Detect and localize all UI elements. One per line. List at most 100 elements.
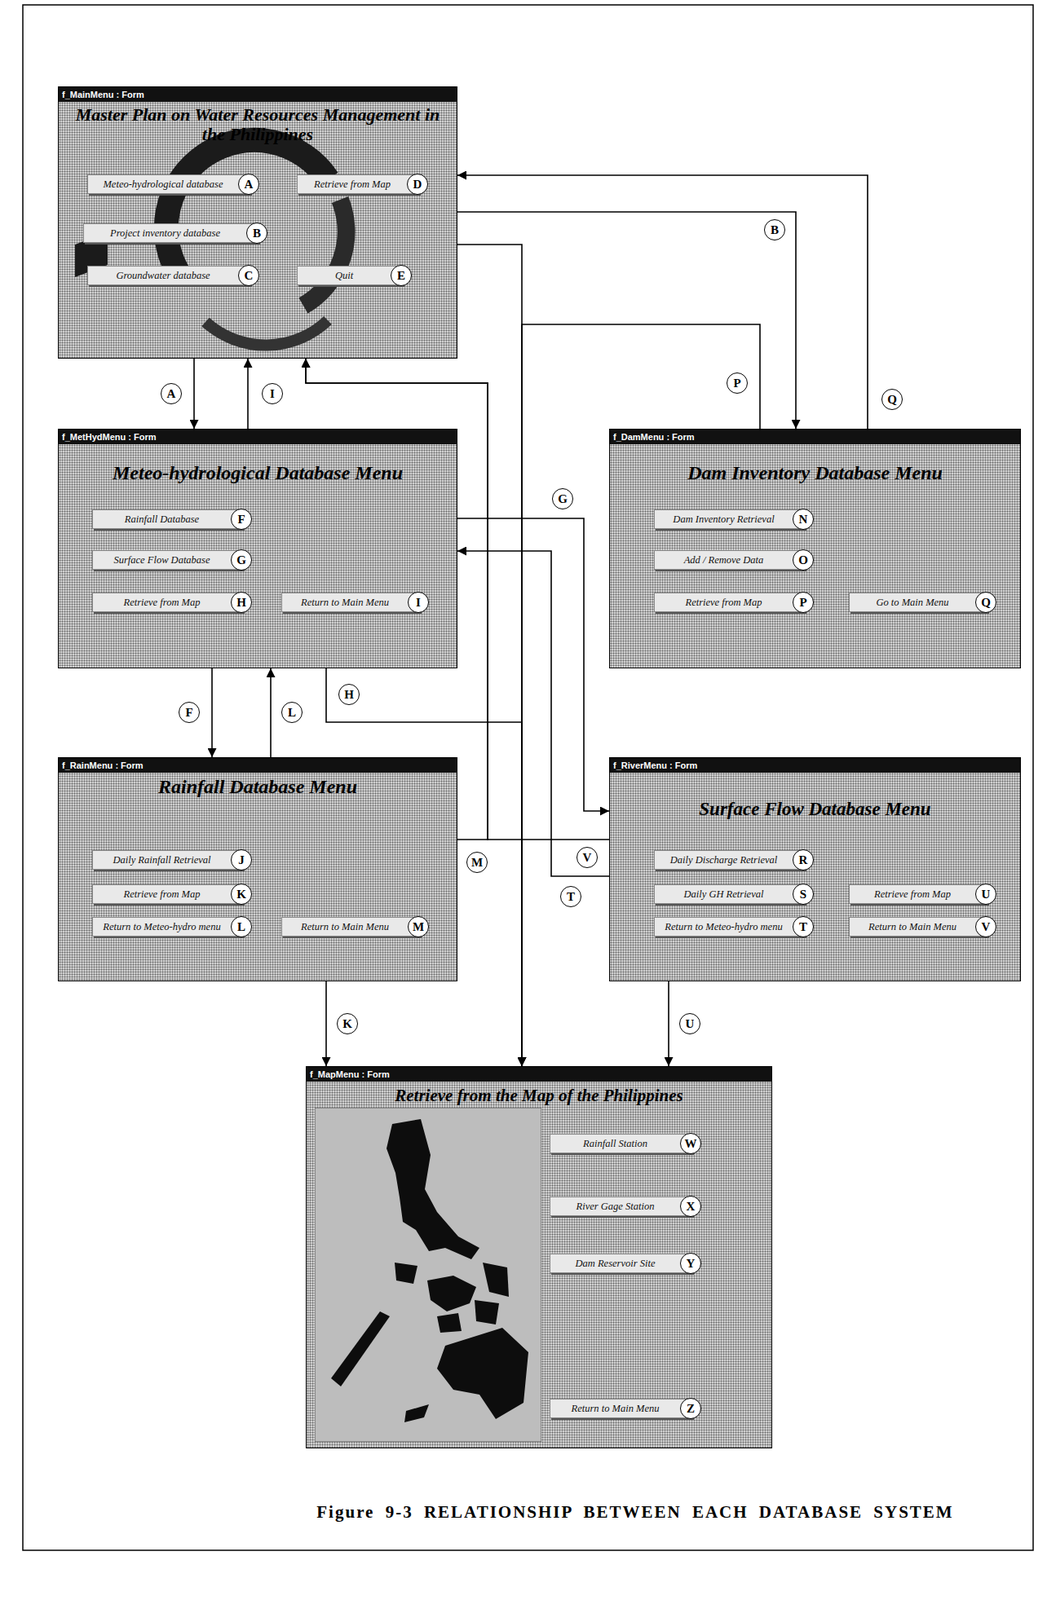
- button-label: Retrieve from Map: [123, 888, 201, 902]
- menu-button: Retrieve from Map U: [848, 884, 988, 905]
- menu-button: Retrieve from MapK: [92, 884, 243, 905]
- callout-text: M: [412, 921, 425, 934]
- menu-button: Retrieve from MapH: [92, 592, 243, 613]
- callout-letter-text: M: [471, 857, 483, 870]
- callout-letter: I: [407, 591, 429, 614]
- callout-letter: Q: [975, 591, 997, 614]
- connector-arrow: [457, 518, 610, 812]
- connector-arrow: [457, 175, 868, 429]
- form-window: f_RainMenu : FormRainfall Database MenuD…: [57, 757, 458, 982]
- button-label: Retrieve from Map: [685, 596, 763, 610]
- button-label: Add / Remove Data: [684, 554, 765, 567]
- callout-text: I: [415, 596, 421, 610]
- menu-button: Project inventory database B: [83, 223, 259, 243]
- callout-text: B: [252, 227, 261, 240]
- callout-letter: X: [680, 1196, 702, 1218]
- callout-letter: W: [680, 1133, 702, 1155]
- menu-button: Daily GH RetrievalS: [653, 884, 805, 905]
- title-bar: f_DamMenu : Form: [609, 429, 1021, 445]
- callout-text: X: [686, 1201, 696, 1214]
- callout-letter: R: [792, 849, 814, 871]
- menu-heading: Master Plan on Water Resources Managemen…: [63, 105, 452, 145]
- edge-callout: Q: [881, 388, 903, 411]
- button-label: Meteo-hydrological database: [102, 178, 223, 191]
- callout-text: Q: [980, 596, 991, 610]
- edge-callout: U: [679, 1013, 701, 1035]
- callout-letter: E: [390, 265, 412, 287]
- menu-button: Dam Reservoir Site Y: [549, 1254, 693, 1274]
- button-label: Dam Reservoir Site: [575, 1258, 656, 1271]
- callout-letter: T: [792, 916, 814, 938]
- heading-area: Surface Flow Database Menu: [614, 799, 1016, 820]
- callout-text: A: [244, 178, 254, 191]
- callout-letter: H: [230, 591, 252, 614]
- connector-arrow: [193, 358, 195, 429]
- callout-letter: B: [246, 222, 268, 244]
- menu-button: River Gage StationX: [549, 1197, 693, 1217]
- edge-callout: F: [178, 702, 200, 724]
- button-label: Return to Meteo-hydro menu: [664, 921, 782, 934]
- button-label: Retrieve from Map: [123, 596, 201, 610]
- menu-button: Return to Meteo-hydro menu T: [653, 917, 805, 937]
- button-label: Project inventory database: [110, 227, 221, 240]
- menu-button: Add / Remove DataO: [653, 550, 805, 570]
- callout-text: O: [798, 554, 809, 567]
- button-label: Retrieve from Map: [313, 178, 391, 191]
- callout-text: W: [684, 1138, 698, 1151]
- callout-letter-text: Q: [887, 393, 897, 407]
- callout-text: J: [238, 854, 245, 867]
- callout-text: U: [981, 888, 991, 902]
- heading-area: Master Plan on Water Resources Managemen…: [63, 105, 452, 145]
- swoosh-arc: [205, 320, 328, 346]
- button-label: Dam Inventory Retrieval: [672, 513, 774, 526]
- window-title: f_MetHydMenu : Form: [58, 429, 457, 445]
- callout-letter: Y: [680, 1253, 702, 1275]
- callout-letter: N: [792, 508, 814, 531]
- swoosh-arc: [166, 140, 328, 278]
- callout-text: C: [244, 269, 254, 283]
- callout-text: H: [236, 596, 247, 610]
- menu-heading: Rainfall Database Menu: [63, 776, 452, 798]
- button-label: Return to Main Menu: [300, 596, 389, 610]
- callout-text: T: [799, 921, 808, 934]
- callout-letter-text: L: [287, 706, 296, 720]
- menu-button: Daily Discharge RetrievalR: [653, 850, 805, 871]
- edge-callout: G: [552, 488, 574, 510]
- callout-text: P: [799, 596, 807, 610]
- connector-arrow: [325, 981, 327, 1067]
- edge-callout: P: [726, 372, 748, 394]
- islands: [331, 1119, 529, 1423]
- connector-arrow: [247, 358, 249, 429]
- form-window: f_RiverMenu : FormSurface Flow Database …: [609, 757, 1021, 982]
- connector-arrow: [269, 668, 272, 758]
- callout-text: G: [236, 554, 247, 567]
- outer-border: [22, 4, 1034, 1551]
- edge-callout: K: [336, 1013, 358, 1035]
- connector-arrow: [457, 244, 522, 1067]
- form-window: f_MainMenu : Form Master Plan on Water R…: [57, 86, 458, 359]
- button-label: Groundwater database: [115, 269, 210, 283]
- callout-text: Y: [686, 1258, 696, 1271]
- menu-button: Retrieve from Map P: [653, 592, 805, 613]
- button-label: Return to Main Menu: [868, 921, 957, 934]
- menu-heading: Retrieve from the Map of the Philippines: [311, 1086, 767, 1106]
- callout-letter-text: H: [344, 689, 354, 702]
- callout-letter: C: [238, 265, 260, 287]
- callout-letter: G: [230, 549, 252, 571]
- button-label: Retrieve from Map: [874, 888, 951, 902]
- callout-letter: P: [792, 591, 814, 614]
- button-label: Return to Main Menu: [571, 1403, 660, 1416]
- menu-heading: Surface Flow Database Menu: [614, 799, 1016, 820]
- callout-letter-text: P: [733, 377, 741, 390]
- button-label: Daily Rainfall Retrieval: [112, 854, 211, 867]
- edge-callout: H: [338, 684, 360, 706]
- callout-letter-text: F: [185, 706, 193, 720]
- menu-heading: Dam Inventory Database Menu: [614, 462, 1016, 484]
- menu-button: Meteo-hydrological database A: [87, 174, 251, 195]
- callout-letter: A: [238, 173, 260, 195]
- window-title: f_MainMenu : Form: [58, 87, 457, 102]
- button-label: Rainfall Station: [583, 1138, 648, 1151]
- menu-button: Retrieve from MapD: [296, 174, 420, 195]
- window-title: f_MapMenu : Form: [306, 1067, 772, 1083]
- callout-letter-text: U: [685, 1018, 695, 1031]
